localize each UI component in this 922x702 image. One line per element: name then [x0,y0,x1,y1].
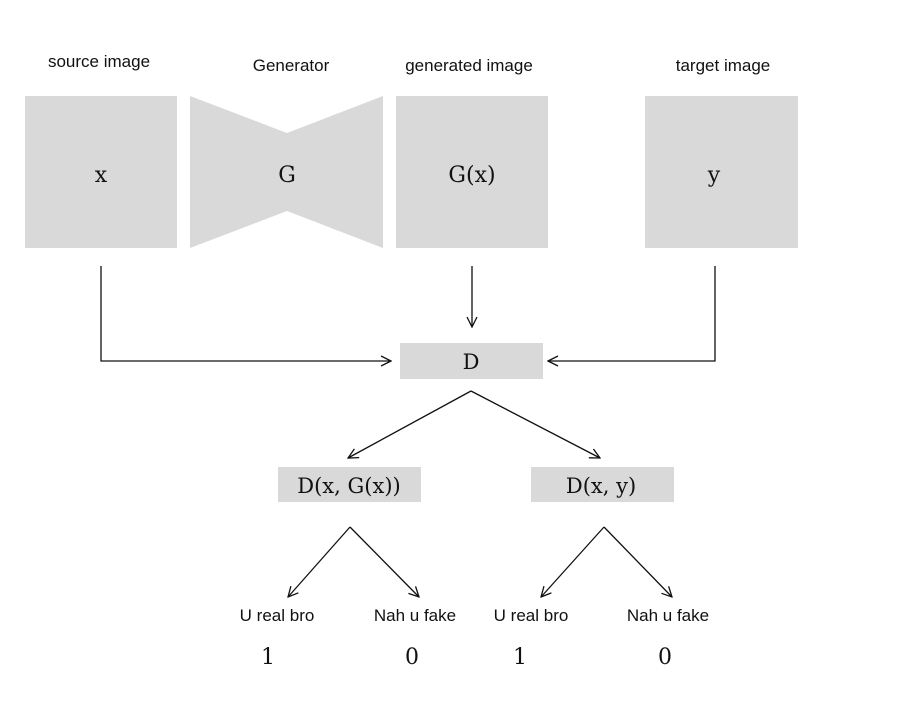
edge-fake-to-real-label [288,526,351,597]
edge-y-to-d [548,266,716,361]
d-fake-box [278,467,421,502]
d-real-box [531,467,674,502]
outcome-left-fake-value: 0 [405,645,419,670]
discriminator-box [400,343,543,379]
node-x: x [95,163,108,188]
source-image-box [25,96,177,248]
edge-fake-to-fake-label [349,526,419,597]
target-image-box [645,96,798,248]
outcome-left-real-value: 1 [261,645,275,670]
edge-d-to-real [470,390,600,458]
source-image-label: source image [48,52,150,71]
generated-image-box [396,96,548,248]
node-d-fake: D(x, G(x)) [297,474,400,498]
outcome-left-real-label: U real bro [240,606,315,625]
target-image-label: target image [676,56,771,75]
generator-shape [190,96,383,248]
node-d: D [463,350,480,374]
edge-x-to-d [100,266,391,361]
outcome-right-real-label: U real bro [494,606,569,625]
node-d-real: D(x, y) [566,474,636,498]
outcome-right-fake-label: Nah u fake [627,606,709,625]
edge-real-to-real-label [541,526,605,597]
edge-d-to-fake [348,390,472,458]
generated-image-label: generated image [405,56,533,75]
node-y: y [707,163,721,188]
outcome-right-real-value: 1 [513,645,527,670]
edge-real-to-fake-label [603,526,672,597]
node-g: G [278,163,296,188]
generator-label: Generator [253,56,330,75]
outcome-right-fake-value: 0 [658,645,672,670]
node-gx: G(x) [448,163,495,188]
outcome-left-fake-label: Nah u fake [374,606,456,625]
